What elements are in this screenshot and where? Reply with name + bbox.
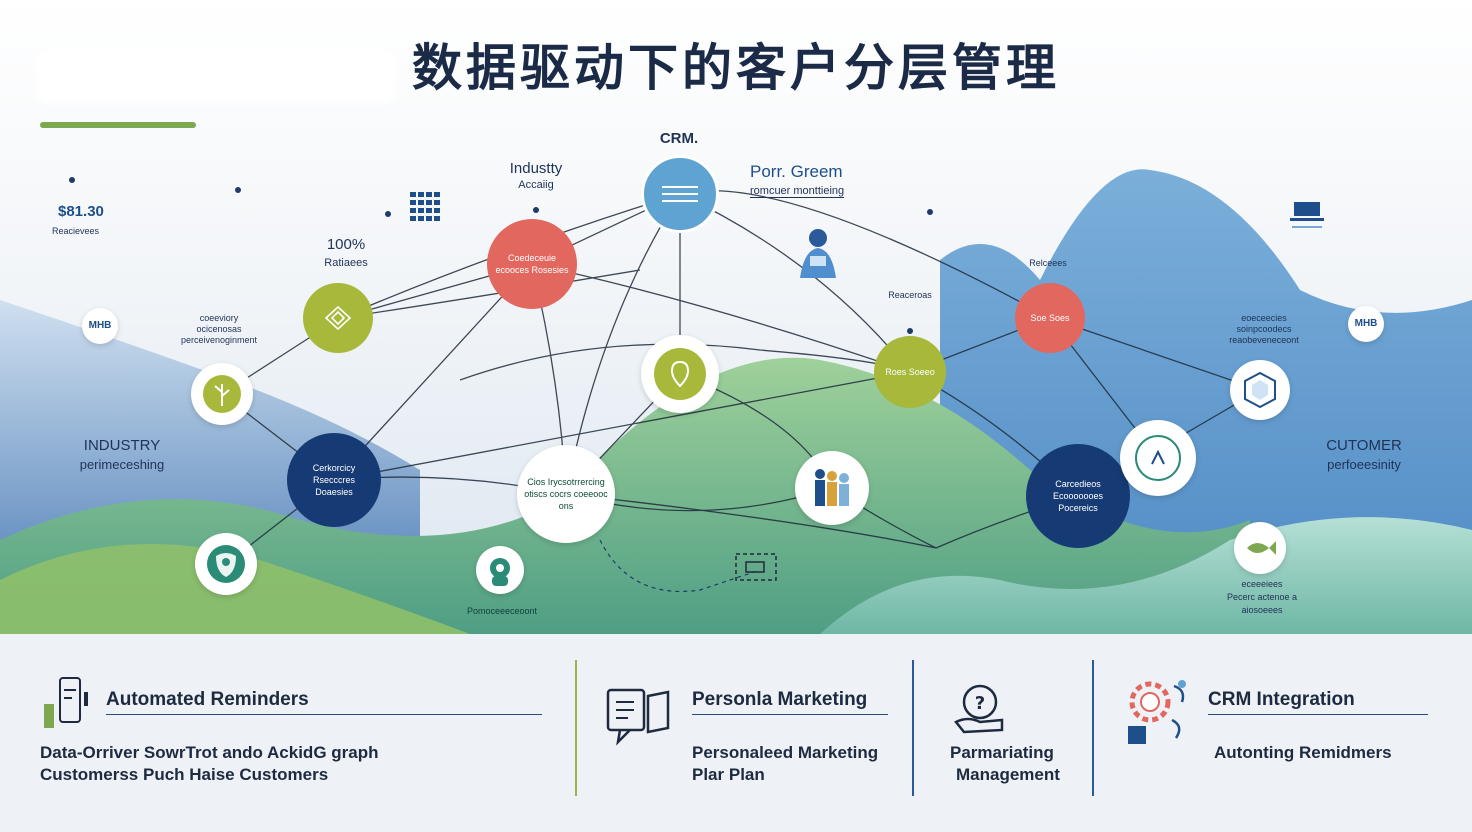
- col3-body-line1: Parmariating: [950, 743, 1054, 762]
- bottom-right-label-1: eceeeiees: [1241, 579, 1283, 589]
- crm-node: [641, 155, 719, 233]
- divider-3: [1092, 660, 1094, 796]
- network-icon: [324, 305, 352, 331]
- bottom-right-label-2: Pecerc actenoe a: [1226, 592, 1298, 602]
- left-small-label-3: perceivenoginment: [180, 335, 258, 345]
- title-accent-bar: [40, 122, 196, 128]
- col1-rule: [106, 714, 542, 715]
- navy-right-node: Carcedieos Ecooooooes Pocereics: [1026, 444, 1130, 548]
- coral-right-node: Soe Soes: [1015, 283, 1085, 353]
- pct-sublabel: Ratiaees: [324, 257, 368, 269]
- left-small-label-2: ocicenosas: [196, 324, 242, 334]
- white-center-node: Cios Irycsotrrercing otiscs cocrs coeeoo…: [517, 445, 615, 543]
- customer-right-label: CUTOMER: [1326, 437, 1402, 454]
- left-small-label-1: coeeviory: [199, 313, 239, 323]
- location-pin-icon: [654, 348, 706, 400]
- col2-rule: [692, 714, 888, 715]
- badge-node: [1230, 360, 1290, 420]
- industry-left-sublabel: perimeceshing: [79, 457, 165, 472]
- crm-gear-icon: [1124, 676, 1194, 753]
- crm-top-label: CRM.: [659, 130, 699, 147]
- customer-right-sublabel: perfoeesinity: [1327, 457, 1401, 472]
- page-title: 数据驱动下的客户分层管理: [412, 39, 1060, 97]
- right-small-label-2: soinpcoodecs: [1236, 324, 1292, 334]
- porr-green-label: Porr. Greem: [750, 162, 843, 181]
- laptop-icon: [1290, 202, 1324, 237]
- list-icon: [662, 186, 698, 202]
- animal-node: [476, 546, 524, 594]
- col4-body-line1: Autonting Remidmers: [1214, 743, 1392, 762]
- help-hand-icon: ?: [952, 682, 1008, 741]
- shield-node: [195, 533, 257, 595]
- industry-left-label: INDUSTRY: [83, 437, 161, 454]
- mid-sublabel: Reaceroas: [888, 290, 932, 300]
- blurred-title-ghost: [36, 48, 396, 104]
- col1-heading: Automated Reminders: [106, 689, 309, 710]
- col2-heading: Personla Marketing: [692, 689, 868, 710]
- building-icon: [410, 192, 440, 233]
- olive-left-node: [303, 283, 373, 353]
- pct-label: 100%: [326, 236, 366, 253]
- people-node: [795, 451, 869, 525]
- animal-icon: [490, 558, 510, 586]
- price-label: $81.30: [58, 203, 104, 220]
- hexagon-badge-icon: [1244, 371, 1276, 409]
- coral-top-node: Coedeceuie ecooces Rosesies: [487, 219, 577, 309]
- plant-node: [191, 363, 253, 425]
- fish-node: [1234, 522, 1286, 574]
- divider-2: [912, 660, 914, 796]
- bottom-right-label-3: aiosoeees: [1241, 605, 1283, 615]
- olive-right-node: Roes Soeeo: [874, 336, 946, 408]
- mhb-left-icon: MHB: [82, 308, 118, 344]
- industry-top-sublabel: Accaiig: [518, 179, 554, 191]
- price-sublabel: Reacievees: [52, 226, 100, 236]
- reminder-device-icon: [42, 676, 98, 735]
- chat-book-icon: [606, 688, 672, 751]
- navy-left-node: Cerkorcicy Rsecccres Doaesies: [287, 433, 381, 527]
- mhb-right-icon: MHB: [1348, 306, 1384, 342]
- right-small-label-3: reaobeveneceont: [1229, 335, 1299, 345]
- shield-icon: [207, 545, 245, 583]
- person-illustration-icon: [796, 226, 840, 287]
- divider-1: [575, 660, 577, 796]
- col3-body-line2: Management: [956, 765, 1060, 784]
- fish-icon: [1247, 541, 1276, 555]
- pin-node: [641, 335, 719, 413]
- bottom-mid-label: Pomoceeeceoont: [466, 606, 538, 616]
- col1-body-line1: Data-Orriver SowrTrot ando AckidG graph: [40, 743, 379, 762]
- col1-body-line2: Customerss Puch Haise Customers: [40, 765, 329, 784]
- col2-body-line1: Personaleed Marketing: [692, 743, 879, 762]
- industry-top-label: Industty: [509, 160, 563, 177]
- chart-card-icon: [734, 548, 778, 591]
- col4-heading: CRM Integration: [1208, 689, 1355, 710]
- people-group-icon: [815, 469, 849, 506]
- plant-icon: [203, 375, 241, 413]
- porr-green-sublabel: romcuer monttieing: [750, 185, 845, 198]
- cycle-arrow-icon: [1135, 435, 1181, 481]
- arrow-node: [1120, 420, 1196, 496]
- top-right-sublabel: Relceees: [1029, 258, 1067, 268]
- right-small-label-1: eoeceecies: [1241, 313, 1287, 323]
- col4-rule: [1208, 714, 1428, 715]
- bottom-panel: [0, 634, 1472, 832]
- svg-text:?: ?: [975, 693, 985, 714]
- col2-body-line2: Plar Plan: [692, 765, 765, 784]
